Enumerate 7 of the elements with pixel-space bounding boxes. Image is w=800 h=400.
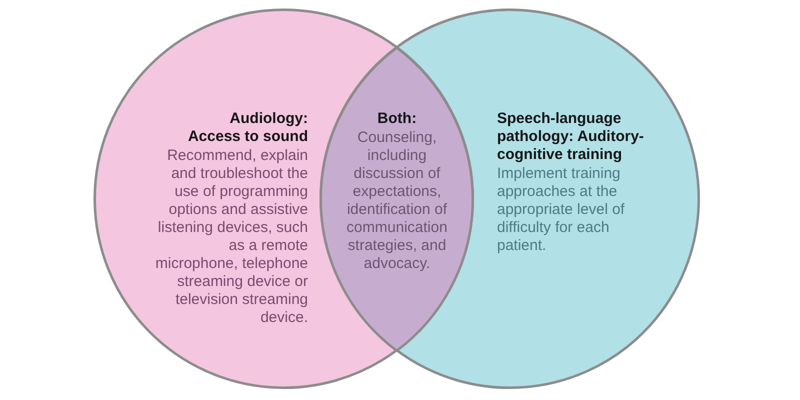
description-text: Recommend, explain and troubleshoot the use of programming options and assistive listening devices, such as a remote microphone, telephone streaming device or television streaming device. [155, 147, 308, 326]
section-heading: Audiology: Access to sound [186, 110, 308, 146]
description-text: Counseling, including discussion of expectations, identification of communication strategies, and advocacy. [346, 128, 448, 272]
section-heading: Both: [377, 110, 417, 127]
section-heading: Speech-language pathology: Auditory-cognitive training [497, 110, 644, 163]
overlap-region [319, 46, 475, 352]
description-text: Implement training approaches at the appropriate level of difficulty for each patient. [497, 165, 625, 254]
